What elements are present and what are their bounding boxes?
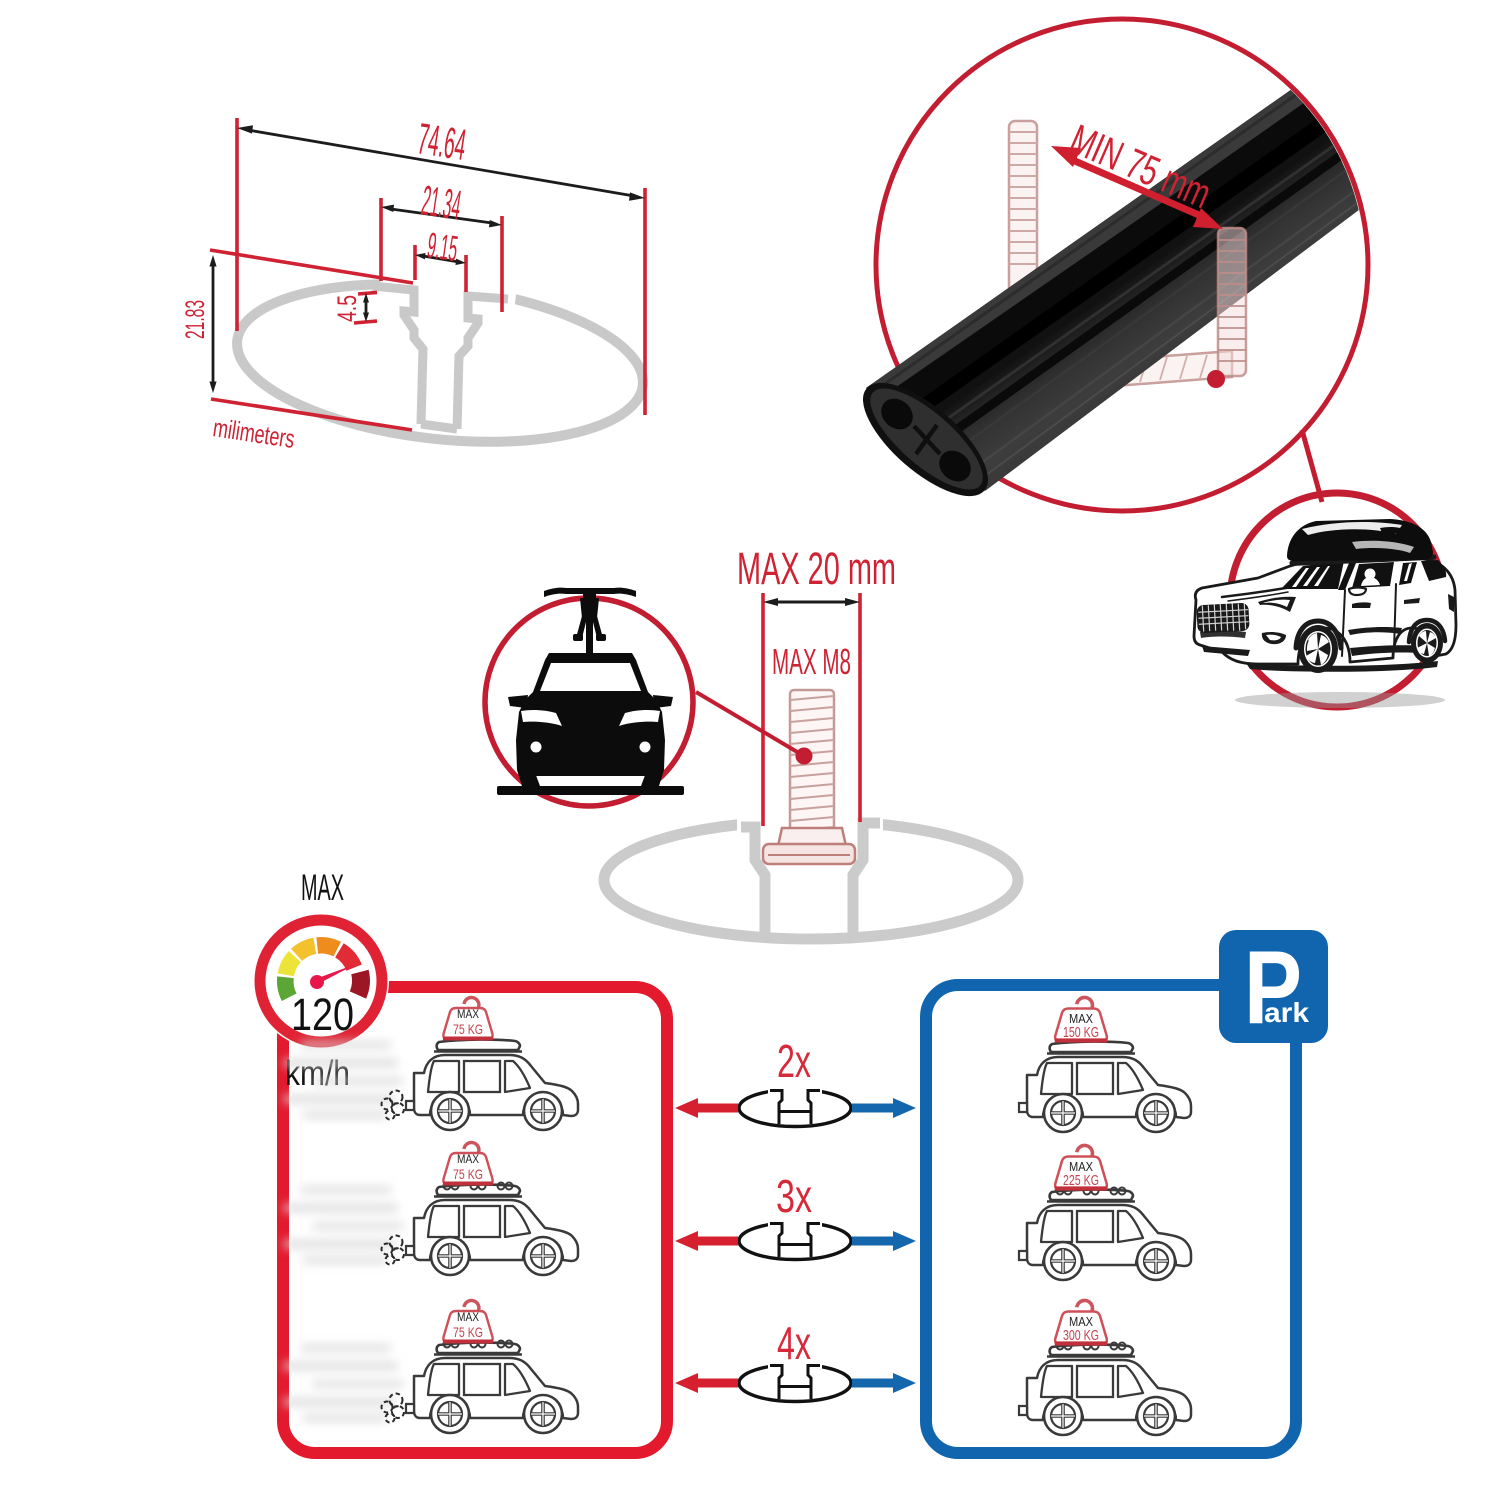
svg-text:2x: 2x — [777, 1035, 811, 1087]
svg-text:ark: ark — [1264, 997, 1309, 1028]
svg-text:MAX: MAX — [457, 1007, 479, 1021]
svg-text:4x: 4x — [777, 1317, 811, 1369]
svg-text:MAX 20 mm: MAX 20 mm — [737, 543, 896, 594]
svg-text:75 KG: 75 KG — [453, 1324, 483, 1340]
svg-text:75 KG: 75 KG — [453, 1166, 483, 1182]
svg-text:120: 120 — [291, 989, 354, 1040]
svg-text:MAX: MAX — [457, 1310, 479, 1324]
svg-text:74.64: 74.64 — [415, 114, 470, 170]
svg-text:MAX: MAX — [1069, 1011, 1093, 1026]
svg-text:225 KG: 225 KG — [1063, 1172, 1099, 1189]
svg-text:MAX: MAX — [1069, 1159, 1093, 1174]
svg-text:21.34: 21.34 — [419, 176, 465, 228]
svg-text:300 KG: 300 KG — [1063, 1327, 1099, 1344]
svg-text:MAX: MAX — [457, 1152, 479, 1166]
svg-text:P: P — [1244, 930, 1302, 1046]
svg-text:MAX: MAX — [301, 867, 344, 908]
svg-text:9.15: 9.15 — [425, 224, 460, 269]
svg-text:3x: 3x — [776, 1170, 812, 1222]
svg-text:75 KG: 75 KG — [453, 1021, 483, 1037]
svg-text:MAX: MAX — [1069, 1314, 1093, 1329]
svg-text:21.83: 21.83 — [180, 300, 210, 339]
svg-text:4.5: 4.5 — [332, 295, 362, 322]
svg-text:150 KG: 150 KG — [1063, 1024, 1099, 1041]
svg-text:MAX M8: MAX M8 — [772, 641, 851, 682]
